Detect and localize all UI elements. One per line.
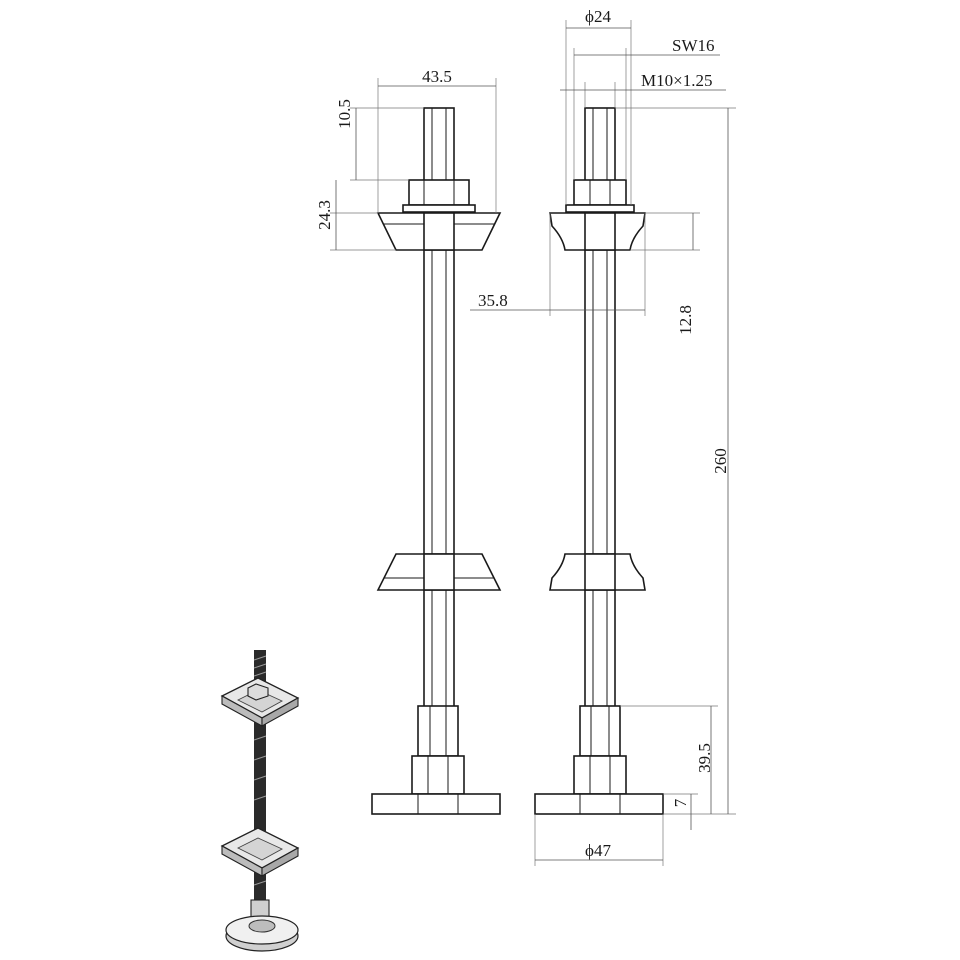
- right-hex-nut: [573, 179, 627, 206]
- illustration-nut: [247, 683, 269, 701]
- left-view: [371, 107, 502, 815]
- dim-head-height: 24.3: [315, 200, 334, 230]
- left-washer: [402, 204, 476, 213]
- dim-foot-thickness: 7: [671, 798, 690, 807]
- dim-base-height: 39.5: [695, 743, 714, 773]
- left-hex-nut: [408, 179, 470, 206]
- dim-thread-top: 10.5: [335, 99, 354, 129]
- dim-foot-diameter: ϕ47: [585, 841, 611, 860]
- left-base-sleeve: [417, 705, 459, 757]
- dim-overall-length: 260: [711, 448, 730, 474]
- right-base-sleeve: [579, 705, 621, 757]
- dim-hex-diameter: ϕ24: [585, 7, 611, 26]
- dim-cup-height: 12.8: [676, 305, 695, 335]
- dim-wrench-size: SW16: [672, 36, 715, 55]
- dimension-lines: [330, 20, 736, 866]
- dim-flange-width: 43.5: [422, 67, 452, 86]
- right-foot-plate: [534, 793, 664, 815]
- dim-cup-width: 35.8: [478, 291, 508, 310]
- right-view: [534, 107, 664, 815]
- right-washer: [565, 204, 635, 213]
- dim-thread: M10×1.25: [641, 71, 712, 90]
- product-illustration: [220, 650, 300, 952]
- left-foot-plate: [371, 793, 501, 815]
